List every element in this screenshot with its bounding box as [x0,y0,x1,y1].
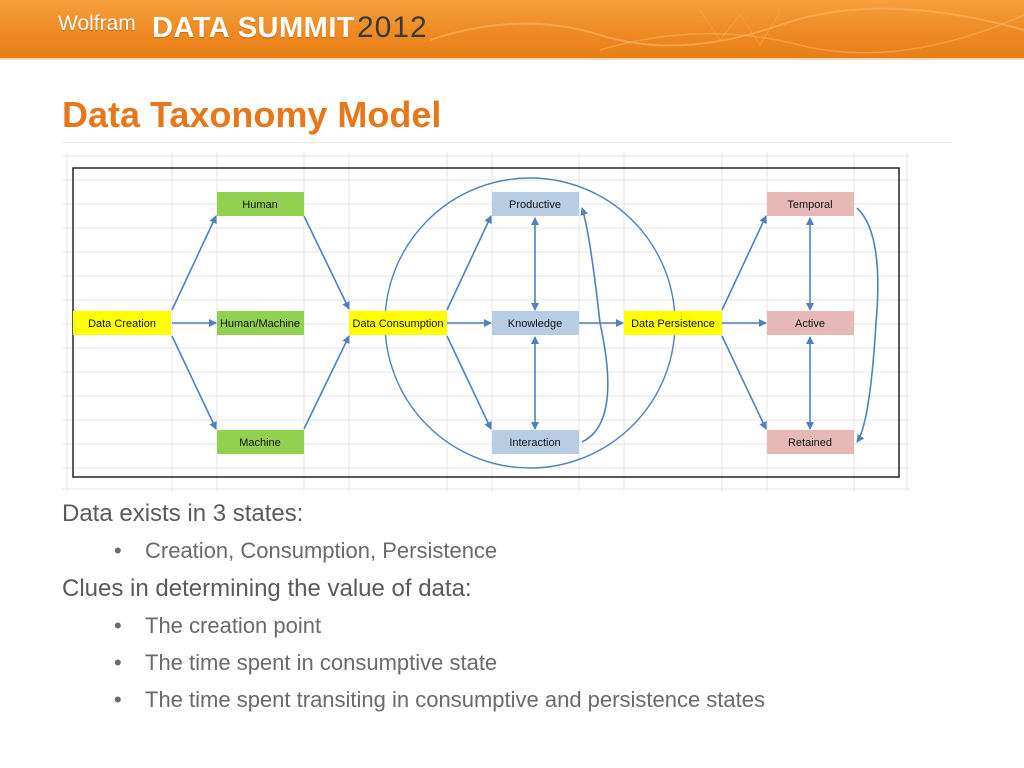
node-active: Active [767,311,854,335]
node-data-creation: Data Creation [73,311,171,335]
bullet-dot-icon: • [114,613,122,638]
data-taxonomy-diagram: Data Creation Human Human/Machine Machin… [62,153,910,491]
node-human-machine: Human/Machine [217,311,304,335]
bullet-item: • Creation, Consumption, Persistence [62,532,962,569]
arrow-consumption-to-productive [446,215,492,311]
slide-body-text: Data exists in 3 states: • Creation, Con… [62,496,962,718]
node-data-persistence: Data Persistence [624,311,722,335]
bullet-dot-icon: • [114,538,122,563]
arrow-creation-to-machine [171,335,217,430]
diagram-svg: Data Creation Human Human/Machine Machin… [62,153,910,491]
node-label: Data Persistence [631,318,715,330]
node-label: Data Creation [88,318,156,330]
clues-heading: Clues in determining the value of data: [62,575,472,602]
node-label: Temporal [787,199,832,211]
node-temporal: Temporal [767,192,854,216]
title-divider [62,142,952,143]
bullet-item: • The creation point [62,607,962,644]
bullet-dot-icon: • [114,650,122,675]
banner-wave-decoration [429,7,1024,54]
node-interaction: Interaction [492,430,579,454]
node-label: Data Consumption [352,318,443,330]
node-knowledge: Knowledge [492,311,579,335]
header-banner: Wolfram DATA SUMMIT 2012 [0,0,1024,60]
loop-interaction-to-productive [580,207,609,443]
bullet-text: Creation, Consumption, Persistence [145,538,498,563]
node-data-consumption: Data Consumption [349,311,447,335]
bullet-text: The time spent transiting in consumptive… [145,687,765,712]
brand-logo-text: Wolfram [58,12,136,35]
node-label: Active [795,318,825,330]
event-name: DATA SUMMIT [152,12,356,44]
node-retained: Retained [767,430,854,454]
node-label: Interaction [509,437,560,449]
loop-temporal-to-retained [856,207,879,443]
node-label: Human [242,199,277,211]
node-machine: Machine [217,430,304,454]
node-human: Human [217,192,304,216]
bullet-item: • The time spent in consumptive state [62,644,962,681]
arrow-consumption-to-interaction [446,335,492,430]
event-year: 2012 [357,11,428,44]
banner-bottom-line [0,58,1024,60]
bullet-dot-icon: • [114,687,122,712]
node-label: Machine [239,437,281,449]
arrow-human-to-consumption [303,215,350,310]
bullet-text: The creation point [145,613,322,638]
bullet-item: • The time spent transiting in consumpti… [62,681,962,718]
states-heading: Data exists in 3 states: [62,500,304,527]
arrow-machine-to-consumption [303,335,350,430]
arrow-persistence-to-retained [721,335,767,430]
node-label: Human/Machine [220,318,300,330]
node-label: Knowledge [508,318,562,330]
slide-title: Data Taxonomy Model [62,94,442,135]
bullet-text: The time spent in consumptive state [145,650,498,675]
node-label: Productive [509,199,561,211]
node-label: Retained [788,437,832,449]
arrow-creation-to-human [171,215,217,311]
diagram-connectors [171,207,879,443]
node-productive: Productive [492,192,579,216]
arrow-persistence-to-temporal [721,215,767,311]
